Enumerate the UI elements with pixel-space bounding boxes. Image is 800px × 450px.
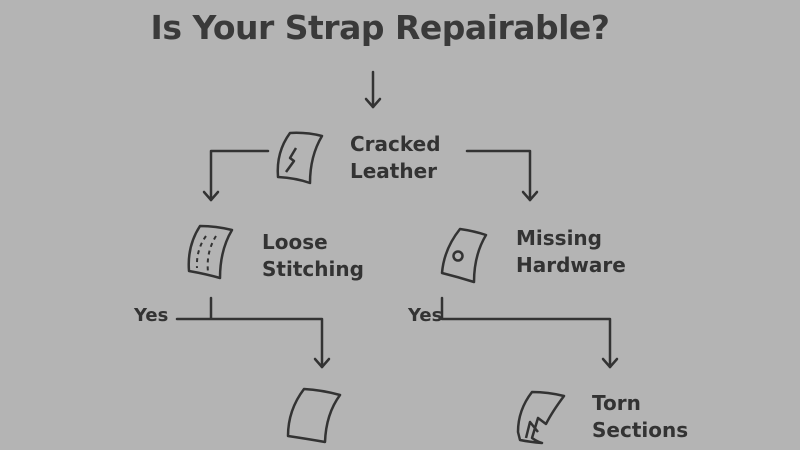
node-label-line2: Sections (592, 418, 689, 442)
node-label-line1: Torn (592, 391, 641, 415)
stitched-strap-icon (187, 224, 234, 280)
arrow-loose-yes (175, 296, 331, 369)
arrow-missing-yes (440, 296, 619, 369)
arrow-cracked-to-loose (202, 149, 270, 202)
node-label-line1: Missing (516, 226, 602, 250)
cracked-strap-icon (276, 131, 324, 185)
node-cracked-leather: Cracked Leather (350, 131, 441, 185)
node-label-line1: Cracked (350, 132, 441, 156)
torn-strap-icon (516, 390, 566, 445)
node-loose-stitching: Loose Stitching (262, 229, 364, 283)
strap-icon (286, 387, 342, 444)
node-label-line1: Loose (262, 230, 328, 254)
arrow-title-to-cracked (364, 70, 382, 109)
yes-label-right: Yes (408, 305, 443, 326)
node-missing-hardware: Missing Hardware (516, 225, 626, 279)
node-label-line2: Leather (350, 159, 438, 183)
node-torn-sections: Torn Sections (592, 390, 688, 444)
node-label-line2: Hardware (516, 253, 626, 277)
diagram-title: Is Your Strap Repairable? (150, 8, 610, 47)
yes-label-left: Yes (134, 305, 169, 326)
strap-hole-icon (440, 227, 488, 284)
node-label-line2: Stitching (262, 257, 364, 281)
arrow-cracked-to-missing (465, 149, 539, 202)
